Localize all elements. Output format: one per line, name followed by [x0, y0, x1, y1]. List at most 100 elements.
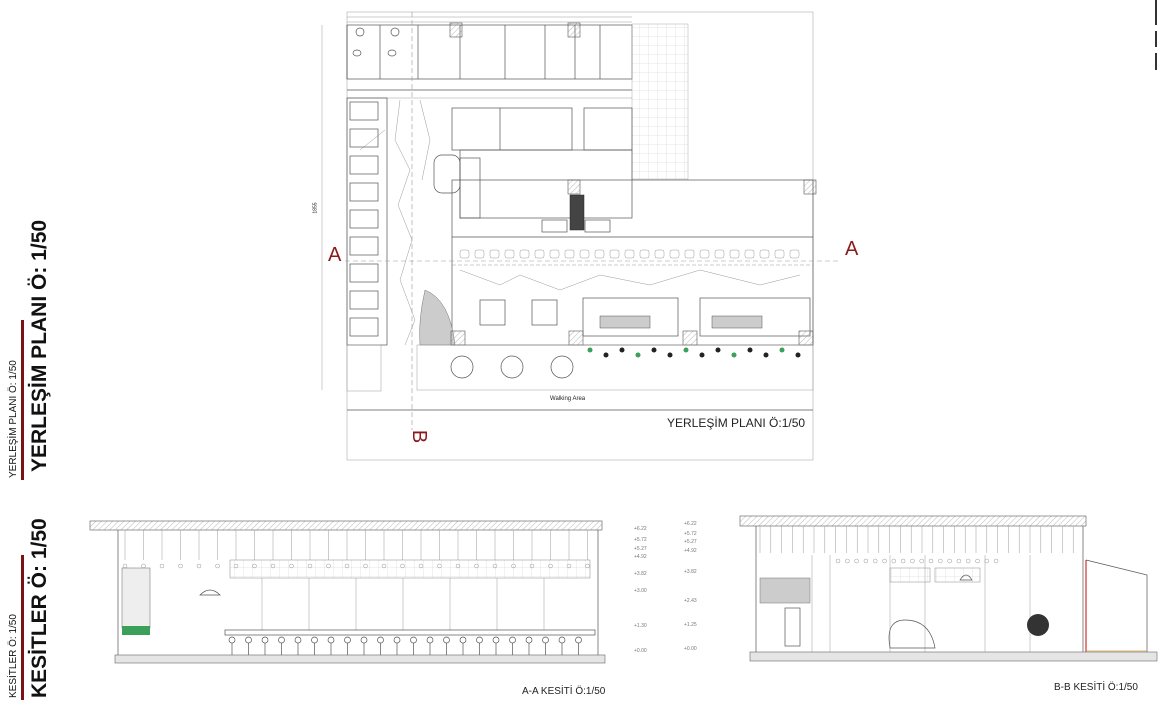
- bar-stool: [564, 249, 575, 259]
- level-label: +2.43: [684, 598, 697, 604]
- pendant-lamp: [900, 558, 906, 564]
- bar-stool: [509, 636, 516, 644]
- bar-stool: [311, 636, 318, 644]
- bar-stool: [245, 636, 252, 644]
- pendant-lamp: [910, 558, 915, 564]
- bar-stool: [759, 249, 770, 259]
- bar-stool: [669, 249, 680, 259]
- bar-stool: [459, 249, 470, 259]
- pendant-lamp: [196, 563, 202, 569]
- plant: [587, 347, 593, 353]
- seating: [349, 236, 379, 256]
- pendant-lamp: [215, 563, 220, 569]
- outdoor-table: [450, 355, 474, 379]
- overall-dimension: 1855: [312, 202, 319, 214]
- pendant-lamp: [891, 558, 897, 564]
- sink: [390, 27, 400, 37]
- plan-title-bar: [21, 320, 24, 480]
- sections-title-large: KESİTLER Ö: 1/50: [28, 518, 51, 698]
- section-mark-b: B: [408, 429, 431, 444]
- level-label: +5.72: [684, 531, 697, 537]
- plant: [699, 352, 705, 358]
- sheet-marks: [1155, 0, 1157, 70]
- bar-stool: [789, 249, 800, 259]
- level-label: +3.82: [684, 569, 697, 575]
- pendant-lamp: [845, 558, 850, 564]
- plant: [651, 347, 657, 353]
- pendant-lamp: [141, 563, 146, 569]
- bar-stool: [744, 249, 755, 259]
- section-bb-drawing: [739, 515, 1158, 662]
- plant: [715, 347, 721, 353]
- pendant-lamp: [159, 563, 165, 569]
- seating: [349, 263, 379, 283]
- plant: [667, 352, 673, 358]
- level-label: +3.82: [634, 571, 647, 577]
- screen: [934, 567, 981, 583]
- bar-stool: [327, 636, 335, 644]
- bar-stool: [360, 636, 368, 644]
- bar-stool: [393, 636, 401, 644]
- level-label: +6.22: [634, 526, 647, 532]
- bar-stool: [542, 636, 549, 644]
- bar-stool: [443, 636, 450, 644]
- pendant-lamp: [882, 558, 887, 564]
- pendant-lamp: [947, 558, 952, 564]
- section-aa-drawing: [89, 520, 606, 664]
- plan-title: YERLEŞİM PLANI Ö:1/50: [667, 416, 806, 430]
- plant: [635, 352, 641, 358]
- bar-stool: [228, 636, 236, 644]
- pendant-lamp: [854, 558, 859, 564]
- bar-stool: [624, 249, 635, 259]
- plant: [795, 352, 801, 358]
- seating: [349, 128, 379, 148]
- pendant-lamp: [984, 558, 990, 564]
- pendant-lamp: [938, 558, 943, 564]
- level-label: +0.00: [634, 648, 647, 654]
- bar-stool: [377, 636, 384, 644]
- bar-stool: [684, 249, 695, 259]
- plant: [603, 352, 609, 358]
- bar-stool: [558, 636, 566, 644]
- bar-stool: [579, 249, 590, 259]
- pendant-lamp: [919, 558, 924, 564]
- pendant-lamp: [928, 558, 934, 564]
- level-label: +1.25: [684, 622, 697, 628]
- pendant-lamp: [122, 563, 128, 569]
- site-plan: [321, 11, 840, 461]
- bar-stool: [489, 249, 500, 259]
- pendant-lamp: [835, 558, 841, 564]
- level-label: +4.92: [684, 548, 697, 554]
- plan-title-large: YERLEŞİM PLANI Ö: 1/50: [28, 219, 51, 472]
- pendant-lamp: [178, 563, 183, 569]
- bar-stool: [549, 249, 560, 259]
- level-label: +4.92: [634, 554, 647, 560]
- section-bb-title: B-B KESİTİ Ö:1/50: [1054, 682, 1138, 693]
- pendant-lamp: [863, 558, 869, 564]
- bar-stool: [519, 249, 530, 259]
- bar-stool: [278, 636, 285, 644]
- plant: [683, 347, 689, 353]
- bar-stool: [609, 249, 620, 259]
- level-label: +0.00: [684, 646, 697, 652]
- bar-stool: [654, 249, 665, 259]
- bar-stool: [534, 249, 545, 259]
- bar-stool: [575, 636, 582, 644]
- toilet: [352, 49, 362, 57]
- bar-stool: [594, 249, 605, 259]
- bar-stool: [525, 636, 533, 644]
- bar-stool: [504, 249, 515, 259]
- bar-stool: [699, 249, 710, 259]
- walking-area-label: Walking Area: [550, 396, 586, 402]
- level-label: +1.30: [634, 623, 647, 629]
- sections-title-small: KESİTLER Ö: 1/50: [8, 614, 19, 698]
- pendant-lamp: [956, 558, 962, 564]
- bar-counter: [224, 629, 596, 636]
- bar-stool: [729, 249, 740, 259]
- bar-stool: [714, 249, 725, 259]
- bar-stool: [426, 636, 434, 644]
- plant: [619, 347, 625, 353]
- bar-stool: [774, 249, 785, 259]
- seating: [349, 290, 379, 310]
